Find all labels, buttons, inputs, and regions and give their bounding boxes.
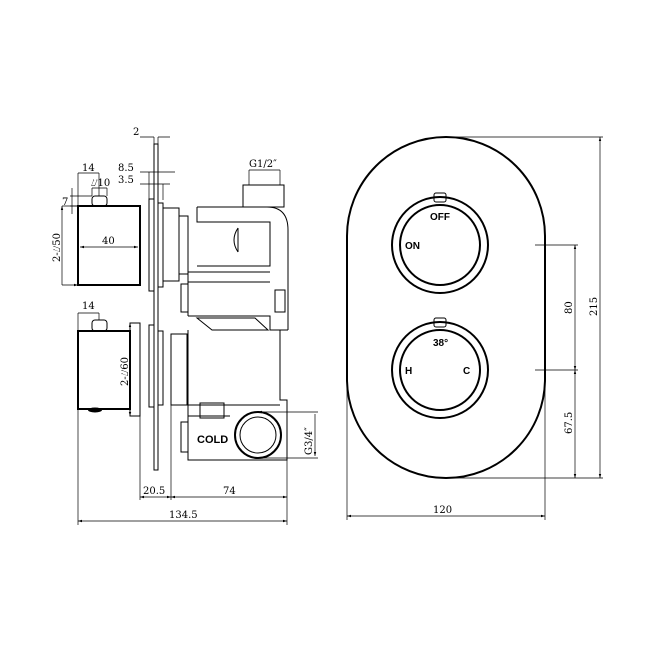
on-label: ON (405, 241, 420, 252)
off-label: OFF (430, 212, 450, 223)
knob-indicator (433, 192, 447, 203)
dim-depth-a: 20.5 (143, 486, 165, 497)
temp-label: 38° (433, 338, 448, 349)
dim-total-depth: 134.5 (169, 510, 198, 521)
cold-label: C (463, 366, 470, 377)
dim-depth-b: 74 (223, 486, 236, 497)
dim-knob-spacing: 80 (564, 301, 575, 314)
dim-width: 120 (433, 505, 452, 516)
dim-ring-diameter: 2-⌰60 (120, 357, 131, 386)
outlet-pipe (196, 206, 289, 330)
dim-pin-diameter: ⌰10 (91, 178, 110, 189)
knob-indicator (433, 317, 447, 328)
dim-outlet-thread: G1/2″ (249, 159, 277, 170)
cold-inlet (234, 411, 282, 459)
dim-height: 215 (589, 297, 600, 316)
hot-label: H (405, 366, 412, 377)
wall-plate (153, 143, 159, 471)
cover-plate (346, 136, 546, 479)
bottom-handle-pin (91, 319, 108, 332)
bottom-ring (129, 322, 141, 417)
dim-bottom-offset: 67.5 (564, 412, 575, 434)
dim-plate: 2 (133, 127, 139, 138)
dim-3-5: 3.5 (118, 175, 134, 186)
bottom-knob[interactable]: 38° H C (391, 317, 489, 419)
side-view: COLD 2 14 8.5 3.5 ⌰10 7 2-⌰50 40 G1/2″ 1… (52, 127, 318, 525)
dim-inlet-thread: G3/4″ (304, 427, 315, 455)
top-knob[interactable]: OFF ON (391, 192, 489, 294)
dim-handle-diameter: 2-⌰50 (52, 233, 63, 262)
top-handle-pin (91, 195, 108, 207)
dim-handle-length: 40 (102, 236, 115, 247)
dim-8-5: 8.5 (118, 163, 134, 174)
top-outlet (242, 184, 285, 208)
front-view: OFF ON 38° H C 80 67.5 215 120 (346, 136, 603, 520)
top-flange (148, 198, 155, 292)
dim-pin-offset-bottom: 14 (82, 301, 95, 312)
dim-pin-offset-top: 14 (82, 163, 95, 174)
inlet-label: COLD (197, 434, 228, 446)
